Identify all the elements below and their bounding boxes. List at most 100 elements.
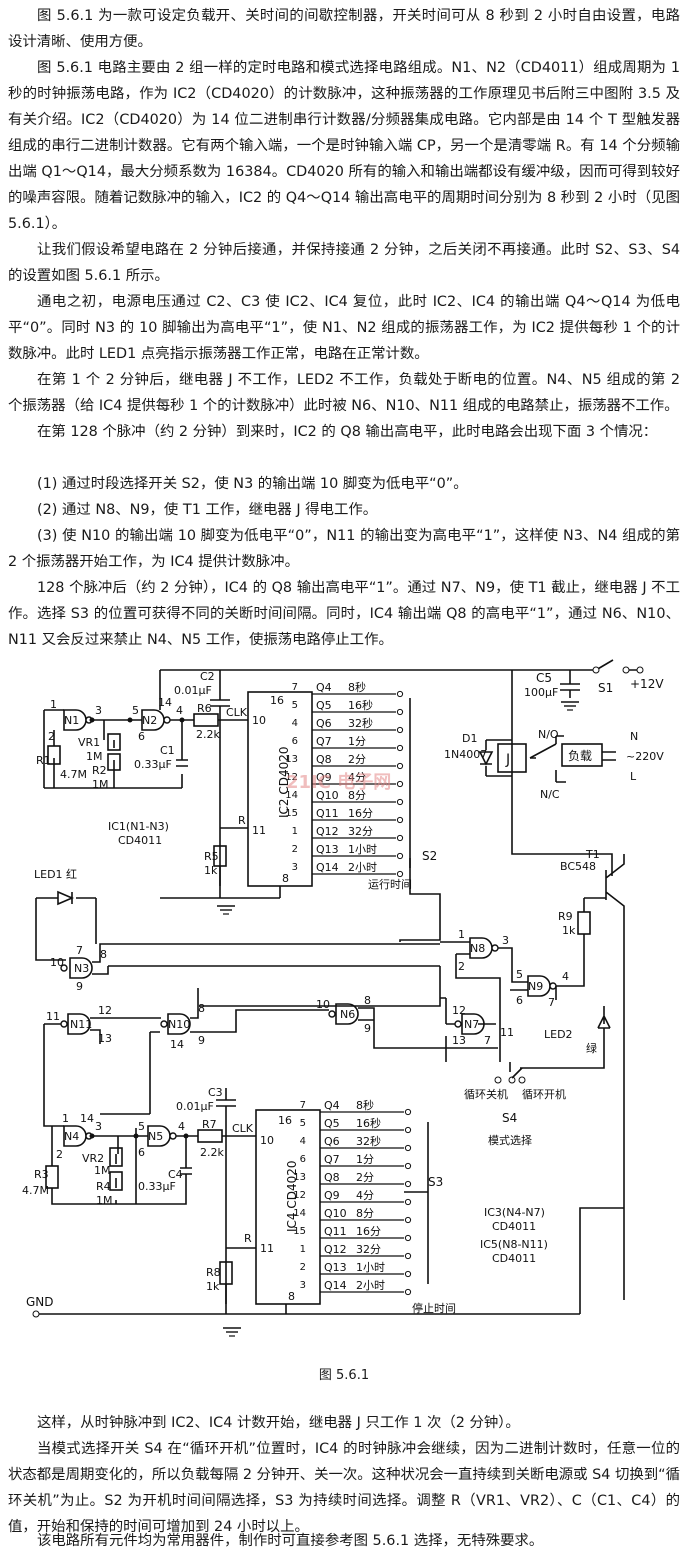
ic3-part: CD4011 (492, 1220, 536, 1233)
c1-value: 0.33μF (134, 758, 172, 771)
paragraph-item-2: (2) 通过 N8、N9，使 T1 工作，继电器 J 得电工作。 (37, 502, 378, 518)
svg-text:R: R (238, 814, 246, 827)
gate-n5: N5 (147, 1125, 177, 1147)
r8-value: 1k (206, 1280, 220, 1293)
output-q-label: Q14 (324, 1279, 347, 1292)
svg-text:5: 5 (132, 704, 139, 717)
r3-value: 4.7M (22, 1184, 49, 1197)
output-time-label: 8分 (356, 1207, 374, 1220)
switch-contact (404, 1144, 412, 1152)
gate-n1: N1 (63, 709, 93, 731)
pin-number: 14 (285, 790, 298, 801)
load-label: 负载 (568, 749, 592, 763)
no-label: N/O (538, 728, 559, 741)
c1-label: C1 (160, 744, 175, 757)
pin-number: 1 (300, 1244, 306, 1255)
switch-contact (396, 870, 404, 878)
output-q-label: Q4 (316, 681, 332, 694)
gate-n2: N2 (141, 709, 171, 731)
pin-number: 13 (285, 754, 298, 765)
switch-contact (396, 834, 404, 842)
svg-text:1: 1 (50, 698, 57, 711)
svg-text:11: 11 (500, 1026, 514, 1039)
output-q-label: Q8 (324, 1171, 340, 1184)
r8-label: R8 (206, 1266, 221, 1279)
svg-text:7: 7 (548, 996, 555, 1009)
svg-text:1: 1 (458, 928, 465, 941)
svg-text:6: 6 (138, 730, 145, 743)
svg-text:8: 8 (198, 1002, 205, 1015)
switch-contact (396, 852, 404, 860)
c5-label: C5 (536, 671, 552, 685)
paragraph-9: 当模式选择开关 S4 在“循环开机”位置时，IC4 的时钟脉冲会继续，因为二进制… (8, 1441, 680, 1535)
paragraph-7: 128 个脉冲后（约 2 分钟），IC4 的 Q8 输出高电平“1”。通过 N7… (8, 580, 680, 648)
pin-number: 7 (292, 682, 298, 693)
s1-label: S1 (598, 681, 613, 695)
c2-value: 0.01μF (174, 684, 212, 697)
svg-text:N11: N11 (70, 1018, 92, 1031)
svg-text:N7: N7 (464, 1018, 479, 1031)
pin-number: 2 (300, 1262, 306, 1273)
r1-label: R1 (36, 754, 51, 767)
switch-contact (396, 798, 404, 806)
output-time-label: 16分 (348, 807, 373, 820)
svg-text:4: 4 (178, 1120, 185, 1133)
switch-contact (396, 780, 404, 788)
svg-text:10: 10 (252, 714, 266, 727)
r4-label: R4 (96, 1180, 111, 1193)
output-time-label: 32秒 (348, 716, 373, 730)
r2-value: 1M (92, 778, 109, 791)
svg-text:6: 6 (516, 994, 523, 1007)
ic4-label: IC4 CD4020 (285, 1160, 299, 1232)
output-q-label: Q8 (316, 753, 332, 766)
svg-text:N8: N8 (470, 942, 485, 955)
paragraph-10: 该电路所有元件均为常用器件，制作时可直接参考图 5.6.1 选择，无特殊要求。 (37, 1533, 544, 1549)
gate-n9: N9 (527, 975, 557, 997)
r2-label: R2 (92, 764, 107, 777)
output-time-label: 2小时 (348, 861, 377, 874)
c5-value: 100μF (524, 686, 558, 699)
output-time-label: 1小时 (348, 843, 377, 856)
svg-text:N10: N10 (168, 1018, 190, 1031)
r6-value: 2.2k (196, 728, 220, 741)
svg-text:9: 9 (76, 980, 83, 993)
svg-text:11: 11 (46, 1010, 60, 1023)
s4-on-label: 循环开机 (522, 1087, 566, 1101)
ic4-output-q14: 3 Q14 2小时 (300, 1279, 412, 1296)
c3-value: 0.01μF (176, 1100, 214, 1113)
output-time-label: 2小时 (356, 1279, 385, 1292)
ic1-label: IC1(N1-N3) (108, 820, 169, 833)
svg-text:16: 16 (278, 1114, 292, 1127)
svg-text:CLK: CLK (226, 706, 248, 719)
circuit-schematic: S1 +12V C5 100μF N1 N2 1 2 3 5 6 4 14 R1… (22, 659, 664, 1337)
pin-number: 6 (292, 736, 298, 747)
output-q-label: Q11 (316, 807, 339, 820)
svg-text:N3: N3 (74, 962, 89, 975)
vr1-label: VR1 (78, 736, 100, 749)
r3-label: R3 (34, 1168, 49, 1181)
ic5-part: CD4011 (492, 1252, 536, 1265)
pin-number: 3 (300, 1280, 306, 1291)
s4-label: S4 (502, 1111, 517, 1125)
nc-label: N/C (540, 788, 560, 801)
paragraph-3: 让我们假设希望电路在 2 分钟后接通，并保持接通 2 分钟，之后关闭不再接通。此… (8, 242, 680, 284)
t1-label: T1 (585, 848, 600, 861)
svg-text:9: 9 (198, 1034, 205, 1047)
svg-text:13: 13 (98, 1032, 112, 1045)
r7-value: 2.2k (200, 1146, 224, 1159)
svg-text:N4: N4 (64, 1130, 79, 1143)
svg-text:J: J (505, 752, 510, 768)
svg-text:9: 9 (364, 1022, 371, 1035)
t1-value: BC548 (560, 860, 596, 873)
